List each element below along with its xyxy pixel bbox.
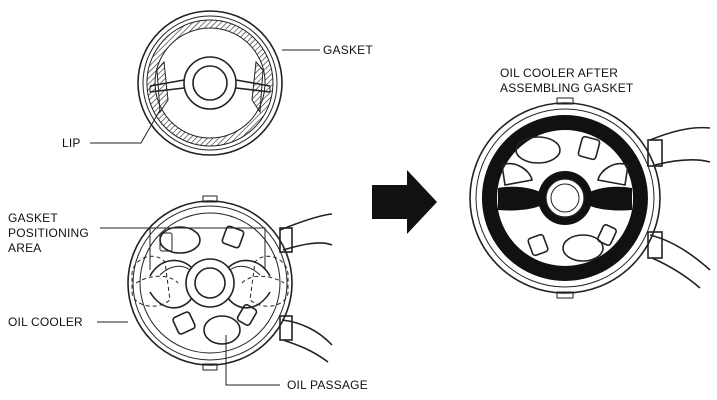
oil-cooler-label: OIL COOLER (8, 315, 83, 329)
gasket-positioning-area-label: GASKET POSITIONING AREA (8, 211, 89, 256)
lip-leader (90, 109, 161, 144)
oil-passage-label: OIL PASSAGE (287, 378, 368, 392)
gasket-drawing (137, 10, 283, 156)
gasket-positioning-line-1: GASKET (8, 211, 58, 225)
after-assembling-label: OIL COOLER AFTER ASSEMBLING GASKET (500, 66, 633, 96)
right-arrow-icon (372, 170, 437, 234)
gasket-positioning-line-2: POSITIONING (8, 226, 89, 240)
gasket-positioning-line-3: AREA (8, 241, 42, 255)
assembled-oil-cooler-drawing (469, 97, 711, 299)
gasket-label: GASKET (323, 43, 373, 57)
gasket-positioning-leader (100, 227, 266, 270)
after-assembling-line-2: ASSEMBLING GASKET (500, 81, 634, 95)
oil-cooler-drawing (127, 195, 333, 371)
after-assembling-line-1: OIL COOLER AFTER (500, 66, 619, 80)
lip-label: LIP (62, 136, 81, 150)
oil-passage-leader (225, 335, 280, 386)
